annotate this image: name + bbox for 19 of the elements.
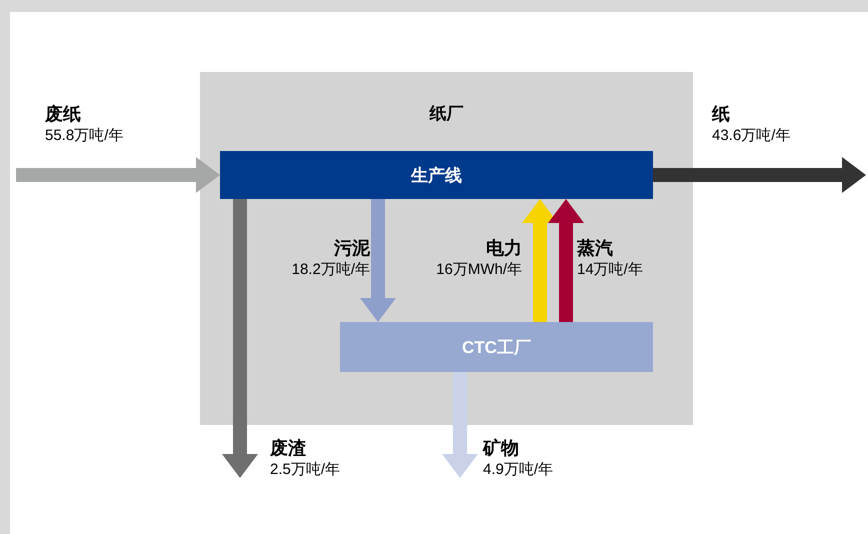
- node-label: 纸厂: [430, 103, 464, 125]
- edge-label: 纸 43.6万吨/年: [712, 104, 792, 146]
- edge-label: 电力 16万MWh/年: [435, 238, 522, 280]
- node-label: 生产线: [411, 165, 462, 187]
- edge-label: 废渣 2.5万吨/年: [270, 438, 342, 480]
- flow-arrow: [548, 199, 584, 322]
- process-box: [340, 322, 653, 372]
- edge-label: 矿物 4.9万吨/年: [483, 438, 554, 480]
- flow-arrow: [222, 199, 258, 478]
- node-label: CTC工厂: [462, 337, 531, 359]
- flow-arrow: [16, 157, 220, 193]
- process-box: [220, 151, 653, 199]
- edge-label: 废纸 55.8万吨/年: [45, 104, 124, 146]
- flow-arrow: [442, 372, 478, 478]
- flow-arrow: [653, 157, 866, 193]
- flow-arrow: [360, 199, 396, 322]
- plant-area: [200, 72, 693, 425]
- edge-label: 蒸汽 14万吨/年: [577, 238, 644, 280]
- edge-label: 污泥 18.2万吨/年: [290, 238, 370, 280]
